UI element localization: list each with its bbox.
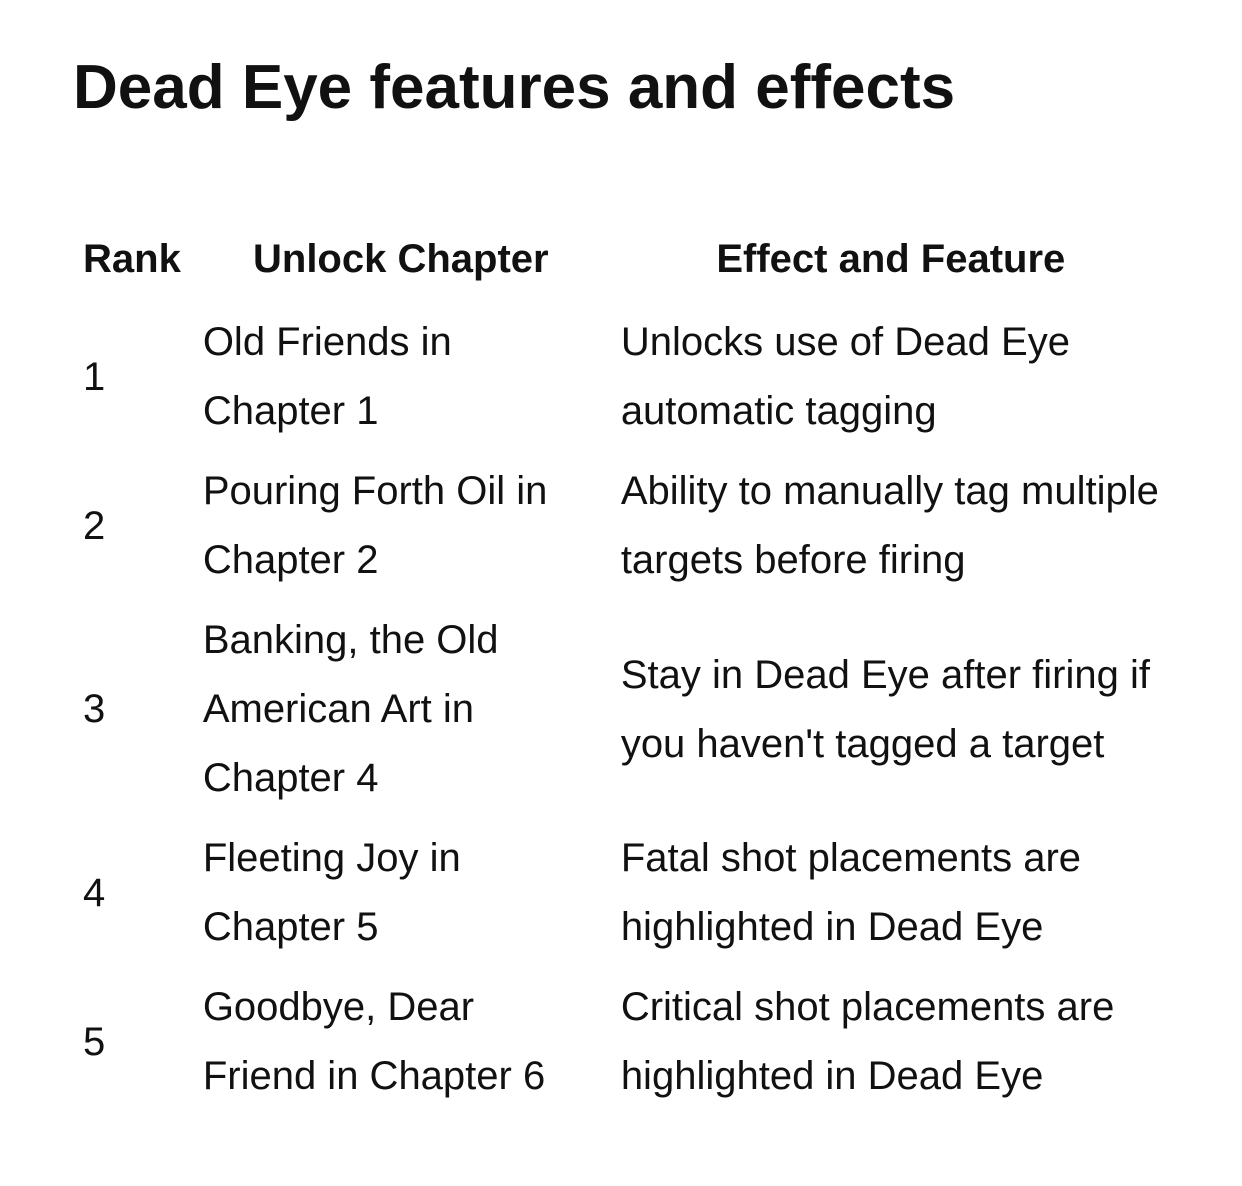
table-header-row: Rank Unlock Chapter Effect and Feature (73, 223, 1171, 303)
effect-cell: Unlocks use of Dead Eye automatic taggin… (620, 320, 1070, 433)
unlock-chapter-cell: Goodbye, Dear Friend in Chapter 6 (202, 985, 546, 1098)
page-title: Dead Eye features and effects (73, 53, 956, 122)
dead-eye-table: Rank Unlock Chapter Effect and Feature 1… (73, 223, 1171, 1117)
unlock-chapter-cell: Old Friends in Chapter 1 (202, 320, 452, 433)
table-row: 4 Fleeting Joy in Chapter 5 Fatal shot p… (73, 819, 1171, 968)
table-row: 5 Goodbye, Dear Friend in Chapter 6 Crit… (73, 968, 1171, 1117)
header-effect-and-feature: Effect and Feature (716, 237, 1066, 281)
unlock-chapter-cell: Fleeting Joy in Chapter 5 (202, 836, 461, 949)
rank-cell: 1 (83, 354, 106, 399)
unlock-chapter-cell: Pouring Forth Oil in Chapter 2 (202, 469, 548, 582)
effect-cell: Ability to manually tag multiple targets… (620, 469, 1159, 582)
effect-cell: Critical shot placements are highlighted… (620, 985, 1115, 1098)
rank-cell: 2 (83, 503, 106, 548)
rank-cell: 4 (83, 870, 106, 915)
table-row: 1 Old Friends in Chapter 1 Unlocks use o… (73, 303, 1171, 452)
table-row: 3 Banking, the Old American Art in Chapt… (73, 601, 1171, 819)
unlock-chapter-cell: Banking, the Old American Art in Chapter… (202, 618, 499, 800)
effect-cell: Fatal shot placements are highlighted in… (620, 836, 1082, 949)
header-unlock-chapter: Unlock Chapter (253, 237, 549, 281)
table-row: 2 Pouring Forth Oil in Chapter 2 Ability… (73, 452, 1171, 601)
rank-cell: 5 (83, 1019, 106, 1064)
header-rank: Rank (83, 237, 181, 281)
effect-cell: Stay in Dead Eye after firing if you hav… (620, 652, 1150, 766)
rank-cell: 3 (83, 687, 106, 731)
